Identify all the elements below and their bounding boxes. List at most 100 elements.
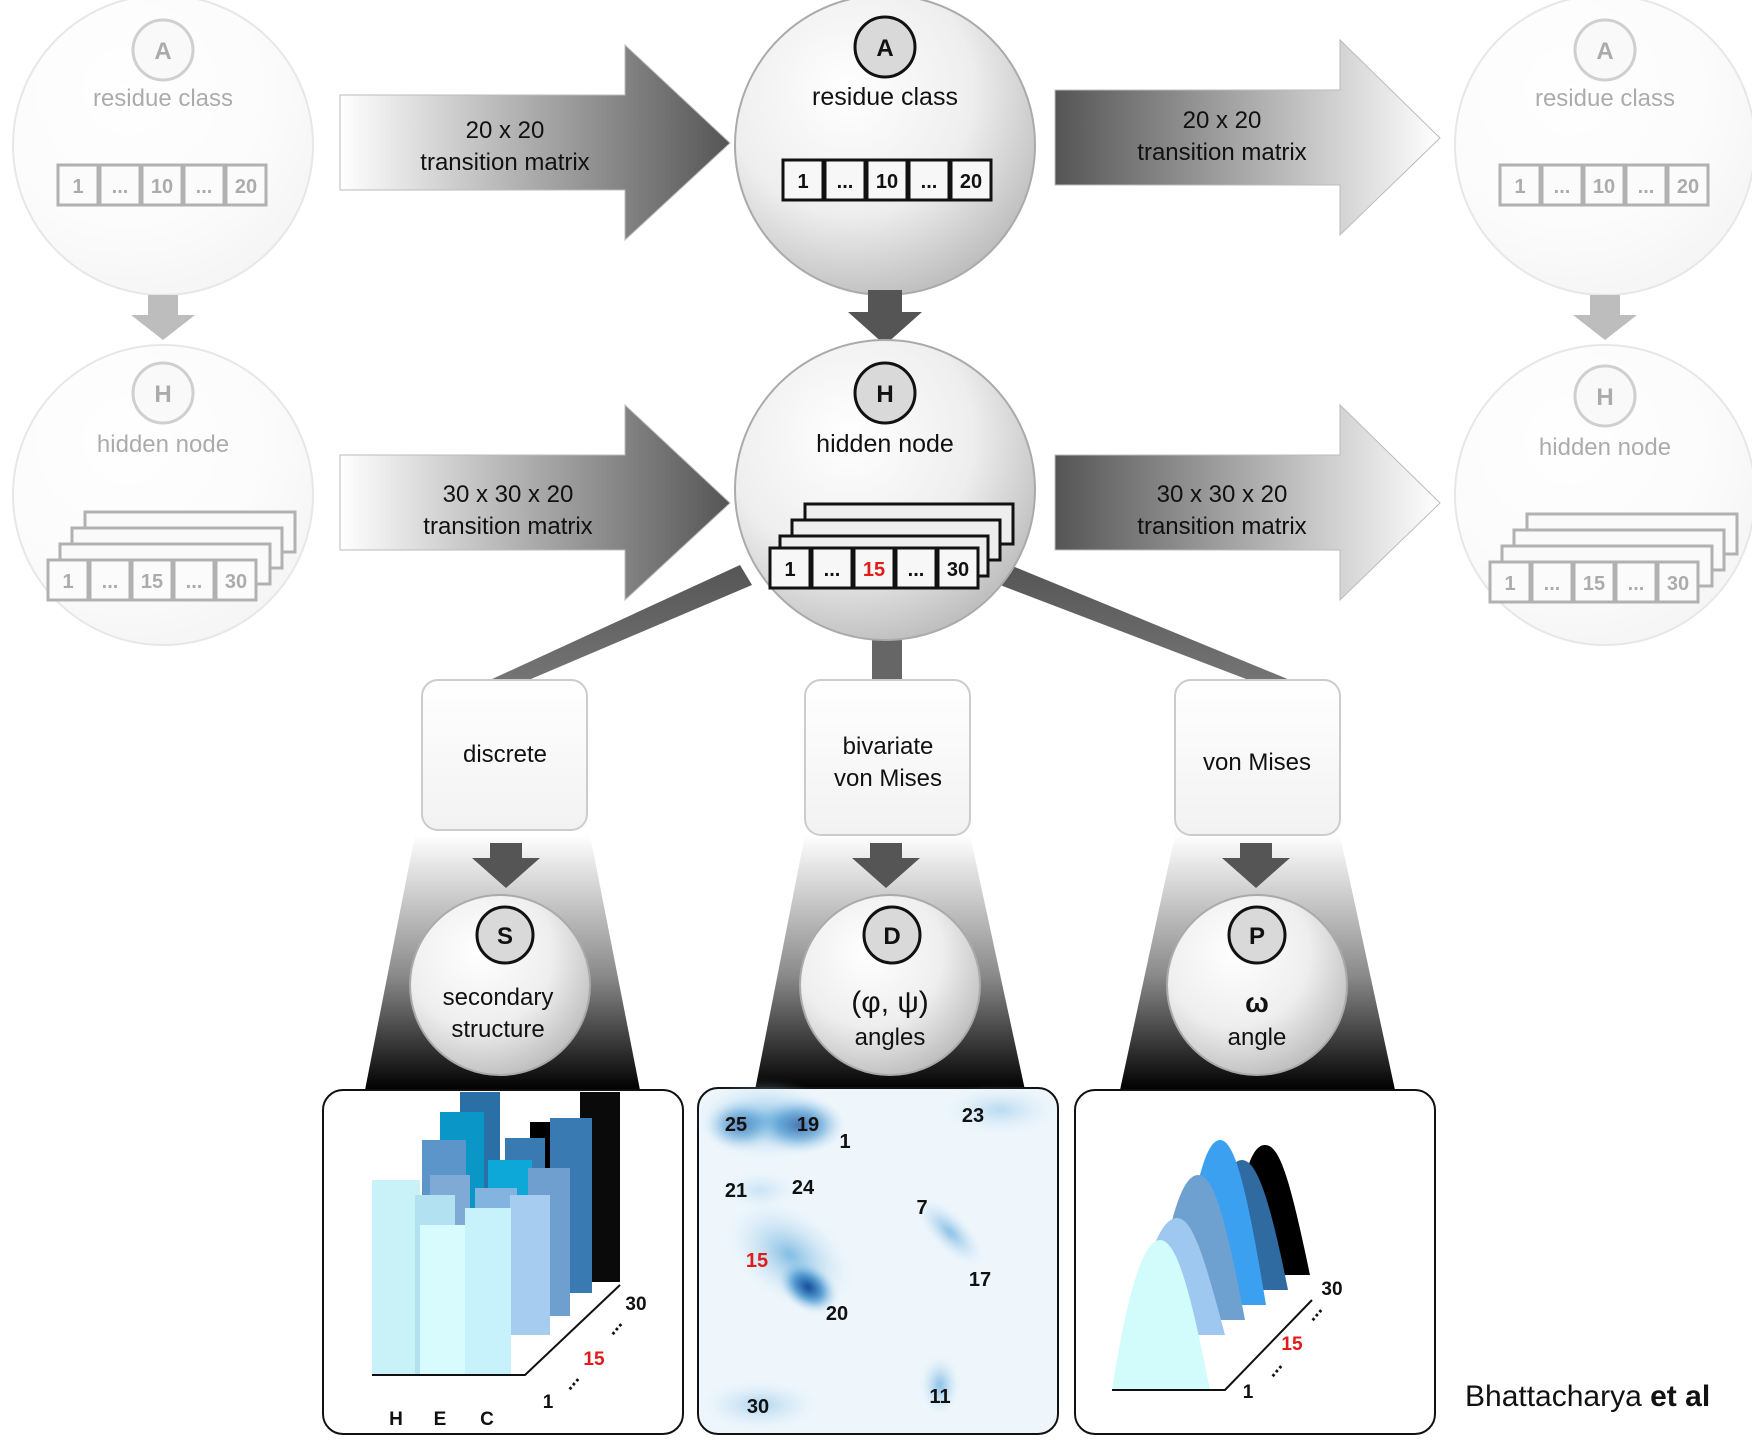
svg-text:H: H [1596, 384, 1613, 411]
credit-suffix: et al [1650, 1380, 1711, 1413]
transition-line-2: transition matrix [423, 513, 592, 540]
emission-vonmises: von Mises [1174, 679, 1341, 836]
svg-text:...: ... [196, 176, 213, 198]
node-letter: H [876, 381, 893, 408]
svg-text:1: 1 [1514, 176, 1525, 198]
svg-text:1: 1 [797, 171, 808, 193]
observation-node-s: S secondary structure [409, 894, 591, 1076]
transition-line-2: transition matrix [420, 149, 589, 176]
emission-bivariate: bivariate von Mises [804, 679, 971, 836]
svg-text:A: A [154, 38, 171, 65]
hidden-cells: 1 ... 15 ... 30 [768, 546, 980, 590]
observation-node-p: P ω angle [1166, 894, 1348, 1076]
transition-line-1: 20 x 20 [1183, 107, 1262, 134]
cluster-label: 25 [725, 1114, 747, 1136]
svg-text:...: ... [102, 571, 119, 593]
node-letter-badge [853, 361, 917, 425]
svg-text:15: 15 [1583, 573, 1605, 595]
category-label: C [480, 1409, 494, 1430]
transition-line-1: 20 x 20 [466, 117, 545, 144]
node-letter: A [876, 35, 893, 62]
bar-stack [372, 1092, 620, 1375]
depth-label-highlight: 15 [1281, 1334, 1303, 1355]
node-letter-badge [1227, 905, 1287, 965]
residue-class-node: A residue class 1 ... 10 ... 20 [734, 0, 1036, 296]
down-arrow-icon [848, 290, 922, 345]
author-credit: Bhattacharya et al [1465, 1380, 1710, 1414]
transition-arrow-residue-right: 20 x 20 transition matrix [1054, 38, 1441, 237]
svg-text:...: ... [112, 176, 129, 198]
svg-text:20: 20 [960, 171, 982, 193]
credit-authors: Bhattacharya [1465, 1380, 1642, 1413]
svg-text:30: 30 [1667, 573, 1689, 595]
transition-arrow-hidden-left: 30 x 30 x 20 transition matrix [339, 403, 731, 602]
svg-text:...: ... [908, 559, 925, 581]
svg-text:10: 10 [151, 176, 173, 198]
down-arrow-icon [472, 843, 540, 888]
svg-text:...: ... [921, 171, 938, 193]
node-label: residue class [812, 83, 958, 111]
transition-line-2: transition matrix [1137, 139, 1306, 166]
beam-right [1000, 565, 1290, 690]
panel-dihedral-density: 25 19 1 23 21 24 7 15 17 20 30 11 [695, 1080, 1060, 1435]
svg-text:ω: ω [1245, 987, 1269, 1018]
emission-discrete: discrete [421, 679, 588, 831]
svg-text:1: 1 [62, 571, 73, 593]
svg-text:...: ... [1638, 176, 1655, 198]
cluster-label: 30 [747, 1396, 769, 1418]
depth-label: 1 [543, 1392, 554, 1413]
svg-text:D: D [883, 923, 900, 950]
svg-text:S: S [497, 923, 513, 950]
svg-text:...: ... [1554, 176, 1571, 198]
category-label: E [434, 1409, 447, 1430]
cluster-label: 24 [792, 1177, 815, 1199]
category-label: H [389, 1409, 403, 1430]
faded-node-column-left: A residue class 1 ... 10 ... 20 H hidden… [12, 0, 314, 646]
depth-label-highlight: 15 [583, 1349, 605, 1370]
svg-text:15: 15 [141, 571, 163, 593]
beam-left [490, 565, 752, 690]
depth-label: 30 [625, 1294, 646, 1315]
observation-node-d: D (φ, ψ) angles [799, 894, 981, 1076]
depth-label: 30 [1321, 1279, 1342, 1300]
node-letter-badge [862, 905, 922, 965]
svg-text:20: 20 [235, 176, 257, 198]
svg-text:structure: structure [451, 1016, 544, 1043]
highlight-cell: 15 [863, 559, 885, 581]
depth-label: 1 [1243, 1382, 1254, 1403]
down-arrow-icon [1222, 843, 1290, 888]
svg-text:30: 30 [947, 559, 969, 581]
density-blobs [695, 1080, 1060, 1430]
svg-text:A: A [1596, 38, 1613, 65]
svg-text:discrete: discrete [463, 741, 547, 768]
node-letter-badge [475, 905, 535, 965]
svg-text:10: 10 [1593, 176, 1615, 198]
transition-line-1: 30 x 30 x 20 [443, 481, 574, 508]
svg-text:(φ, ψ): (φ, ψ) [851, 986, 929, 1019]
panel-omega-curves: 1 ... 15 ... 30 [1074, 1089, 1436, 1435]
svg-text:...: ... [186, 571, 203, 593]
transition-line-2: transition matrix [1137, 513, 1306, 540]
svg-text:hidden node: hidden node [97, 431, 229, 458]
svg-text:H: H [154, 381, 171, 408]
svg-text:1: 1 [1504, 573, 1515, 595]
hidden-node: H hidden node 1 ... 15 ... 30 [734, 339, 1036, 641]
svg-text:...: ... [1628, 573, 1645, 595]
svg-text:angle: angle [1228, 1024, 1287, 1051]
down-arrow-icon [852, 843, 920, 888]
faded-node-column-right: A residue class 1 ... 10 ... 20 H hidden… [1454, 0, 1752, 646]
cluster-label: 19 [797, 1114, 819, 1136]
svg-text:1: 1 [784, 559, 795, 581]
residue-cells: 1 ... 10 ... 20 [56, 163, 268, 207]
svg-text:1: 1 [72, 176, 83, 198]
svg-text:secondary: secondary [443, 984, 554, 1011]
emission-beams [490, 565, 1290, 700]
node-label: hidden node [816, 430, 954, 458]
svg-text:bivariate: bivariate [843, 733, 934, 760]
cluster-label: 7 [916, 1197, 927, 1219]
svg-text:angles: angles [855, 1024, 926, 1051]
node-letter-badge [853, 15, 917, 79]
svg-text:...: ... [1544, 573, 1561, 595]
transition-arrow-residue-left: 20 x 20 transition matrix [339, 43, 731, 242]
residue-cells: 1 ... 10 ... 20 [781, 158, 993, 202]
